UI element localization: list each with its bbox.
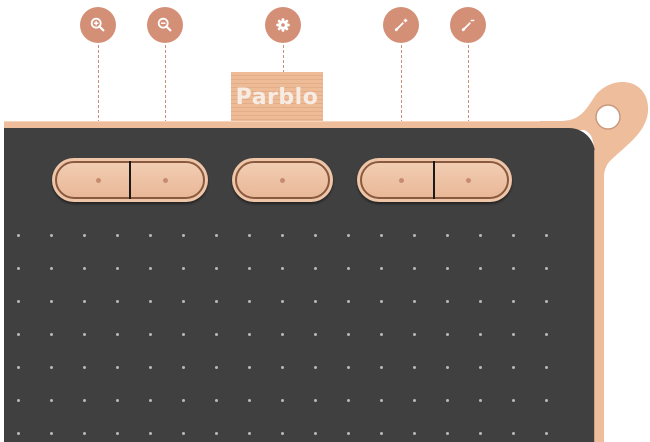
key-divider xyxy=(433,161,435,199)
brush-size-down-button[interactable] xyxy=(435,158,512,202)
key-marker xyxy=(399,178,404,183)
express-key-group-right xyxy=(357,158,512,202)
leader-line xyxy=(468,45,469,183)
key-marker xyxy=(466,178,471,183)
brand-tag: Parblo xyxy=(231,72,323,122)
brush-minus-icon xyxy=(450,7,486,43)
key-marker xyxy=(96,178,101,183)
brush-size-up-button[interactable] xyxy=(357,158,434,202)
zoom-in-button[interactable] xyxy=(52,158,130,202)
tablet-frame-top xyxy=(4,121,589,130)
key-divider xyxy=(129,161,131,199)
express-key-group-left xyxy=(52,158,208,202)
tablet-frame-right xyxy=(594,150,604,442)
leader-line xyxy=(98,45,99,183)
brand-label: Parblo xyxy=(235,84,319,110)
zoom-in-icon xyxy=(80,7,116,43)
leader-line xyxy=(401,45,402,183)
key-marker xyxy=(163,178,168,183)
lanyard-ear xyxy=(540,82,649,196)
gear-icon xyxy=(265,7,301,43)
settings-button[interactable] xyxy=(232,158,333,202)
key-marker xyxy=(280,178,285,183)
zoom-out-button[interactable] xyxy=(131,158,208,202)
brush-plus-icon xyxy=(383,7,419,43)
leader-line xyxy=(165,45,166,183)
zoom-out-icon xyxy=(147,7,183,43)
